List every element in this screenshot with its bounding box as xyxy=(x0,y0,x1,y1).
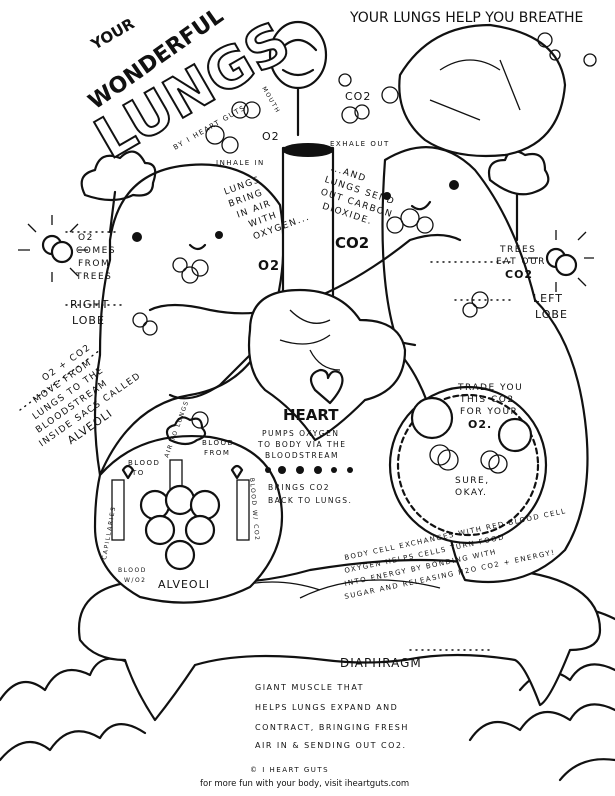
mouth xyxy=(268,20,328,137)
label-text: CONTRACT, BRINGING FRESH xyxy=(255,723,409,732)
mouth-label: MOUTH xyxy=(260,86,281,115)
left-lobe-label: LEFT LOBE xyxy=(533,292,568,321)
right-lobe-label: RIGHT LOBE xyxy=(70,298,109,327)
label-text: TRADE YOU xyxy=(457,383,523,393)
o2-lung-label: O2 xyxy=(258,259,280,274)
label-text: LOBE xyxy=(535,308,568,321)
label-text: GIANT MUSCLE THAT xyxy=(255,683,364,692)
label-text: FROM xyxy=(204,449,230,457)
sure-speech: SURE, OKAY. xyxy=(455,476,490,498)
sun-right xyxy=(528,230,594,292)
exhale-label: EXHALE OUT xyxy=(330,140,390,148)
trade-speech: TRADE YOU THIS CO2 FOR YOUR O2. xyxy=(457,383,523,431)
air-bubbles xyxy=(205,32,597,154)
label-text: TO BODY VIA THE xyxy=(257,440,346,449)
label-text: PUMPS OXYGEN xyxy=(262,429,339,438)
title-your: YOUR xyxy=(87,14,138,54)
label-text: ALVEOLI xyxy=(158,578,210,591)
label-text: BLOOD xyxy=(118,567,147,574)
tree-right xyxy=(487,149,550,242)
label-text: LEFT xyxy=(533,292,563,305)
diaphragm-label: DIAPHRAGM xyxy=(340,656,422,670)
label-text: BRINGS CO2 xyxy=(268,483,330,492)
label-text: CO2 xyxy=(505,268,533,281)
heart-text: PUMPS OXYGEN TO BODY VIA THE BLOODSTREAM… xyxy=(257,429,352,505)
label-text: FROM xyxy=(78,259,110,269)
bronchi xyxy=(148,233,462,400)
label-text: TO xyxy=(131,469,145,477)
right-lung xyxy=(93,163,285,477)
label-text: COMES xyxy=(76,246,116,256)
footer-visit-text: for more fun with your body, visit ihear… xyxy=(200,779,409,789)
co2-lung-label: CO2 xyxy=(335,234,369,252)
subtitle-line: YOUR LUNGS HELP YOU BREATHE xyxy=(349,10,583,26)
label-text: EAT OUR xyxy=(496,257,546,267)
label-text: BLOODSTREAM xyxy=(265,451,339,460)
label-text: HELPS LUNGS EXPAND AND xyxy=(255,703,398,712)
diaphragm-text: GIANT MUSCLE THAT HELPS LUNGS EXPAND AND… xyxy=(255,683,409,750)
label-text: O2. xyxy=(468,418,492,431)
label-text: AIR IN & SENDING OUT CO2. xyxy=(255,741,407,750)
label-text: W/O2 xyxy=(124,577,147,584)
label-text: RIGHT xyxy=(70,298,109,311)
heart-label: HEART xyxy=(283,406,339,424)
tree-left xyxy=(80,150,157,234)
sun-left xyxy=(18,215,88,282)
label-text: TREES xyxy=(75,272,112,282)
alveoli-diagram xyxy=(93,416,284,604)
copyright-text: © I HEART GUTS xyxy=(250,766,329,774)
trachea xyxy=(281,146,335,314)
label-text: O2 xyxy=(78,233,94,243)
label-text: OKAY. xyxy=(455,488,487,498)
o2-bubble-label: O2 xyxy=(262,130,280,143)
label-text: TREES xyxy=(499,245,536,255)
label-text: FOR YOUR xyxy=(460,407,518,417)
heart xyxy=(247,288,407,442)
label-text: BLOOD xyxy=(128,459,160,467)
blood-drops xyxy=(265,466,353,474)
inhale-label: INHALE IN xyxy=(216,159,265,167)
label-text: BACK TO LUNGS. xyxy=(268,496,352,505)
o2-trees-text: O2 COMES FROM TREES xyxy=(75,233,116,282)
label-text: BLOOD xyxy=(202,439,234,447)
co2-bubble-label: CO2 xyxy=(345,90,371,103)
trees-eat-text: TREES EAT OUR CO2 xyxy=(496,245,546,281)
label-text: LOBE xyxy=(72,314,105,327)
lung-cross-section xyxy=(398,23,567,158)
label-text: SURE, xyxy=(455,476,490,486)
label-text: THIS CO2 xyxy=(459,395,515,405)
